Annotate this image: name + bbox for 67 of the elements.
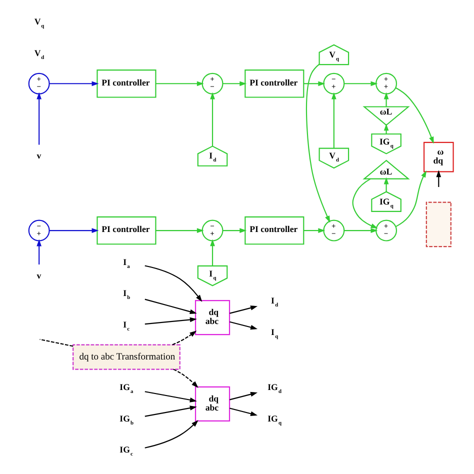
arrow xyxy=(210,239,215,266)
arrow xyxy=(144,391,197,402)
node-text: IG$_{q}$ xyxy=(268,413,282,426)
arrow xyxy=(331,92,336,148)
arrow xyxy=(222,228,247,233)
node-text: IG$_{c}$ xyxy=(120,444,133,458)
node-box: dq abc xyxy=(194,386,230,422)
arrow xyxy=(144,317,197,325)
node-text: v xyxy=(36,270,42,280)
node-box: ω dq xyxy=(424,142,454,172)
node-circle: − + xyxy=(28,220,50,242)
arrow xyxy=(304,81,326,86)
node-text: I$_{d}$ xyxy=(271,296,278,309)
arrow xyxy=(156,81,204,86)
arrow xyxy=(230,392,258,400)
node-text: IG$_{a}$ xyxy=(120,382,134,395)
arrow xyxy=(173,368,198,388)
arrow xyxy=(49,228,99,233)
arrow xyxy=(384,177,389,192)
arrow xyxy=(156,228,204,233)
node-box: PI controller xyxy=(96,69,156,98)
label: V$_{d}$ xyxy=(34,48,44,62)
arrow xyxy=(36,92,42,145)
arrow xyxy=(230,321,258,330)
arrow xyxy=(144,420,198,448)
arrow xyxy=(395,87,434,144)
node-text: IG$_{d}$ xyxy=(268,382,282,395)
node-box: PI controller xyxy=(244,216,304,245)
arrow xyxy=(172,330,197,346)
node-circle: + − xyxy=(376,220,398,242)
node-box: PI controller xyxy=(96,216,156,245)
node-circle: − + xyxy=(202,220,224,242)
arrow xyxy=(352,178,378,228)
node-text: IG$_{b}$ xyxy=(120,413,134,426)
arrow xyxy=(144,298,197,314)
node-text: I$_{a}$ xyxy=(123,256,130,270)
arrow xyxy=(344,81,378,86)
node-box: dq abc xyxy=(194,300,230,336)
node-circle: + − xyxy=(202,72,224,94)
node-box: PI controller xyxy=(244,69,304,98)
arrow xyxy=(436,170,442,187)
arrow xyxy=(144,265,202,302)
arrow xyxy=(344,228,378,233)
arrow xyxy=(384,92,389,107)
arrow xyxy=(306,64,330,223)
arrow xyxy=(36,239,42,264)
node-text: I$_{c}$ xyxy=(123,319,130,332)
node-circle: + − xyxy=(28,72,50,94)
arrow xyxy=(384,124,389,134)
node-box: dq to abc Transformation xyxy=(72,344,180,370)
arrow xyxy=(210,92,215,146)
arrow xyxy=(230,306,258,314)
arrow xyxy=(222,81,247,86)
connector xyxy=(40,338,74,347)
arrow xyxy=(304,228,326,233)
node-circle: + + xyxy=(376,72,398,94)
node-text: I$_{b}$ xyxy=(123,288,130,302)
node-text: v xyxy=(36,150,42,161)
node-text: I$_{q}$ xyxy=(271,326,278,340)
arrow xyxy=(396,170,427,228)
arrow xyxy=(144,406,197,417)
node-circle: + − xyxy=(323,220,345,242)
node-circle: − + xyxy=(323,72,345,94)
node-box xyxy=(426,202,452,248)
label: V$_{q}$ xyxy=(34,16,44,30)
arrow xyxy=(49,81,99,86)
arrow xyxy=(230,408,258,416)
